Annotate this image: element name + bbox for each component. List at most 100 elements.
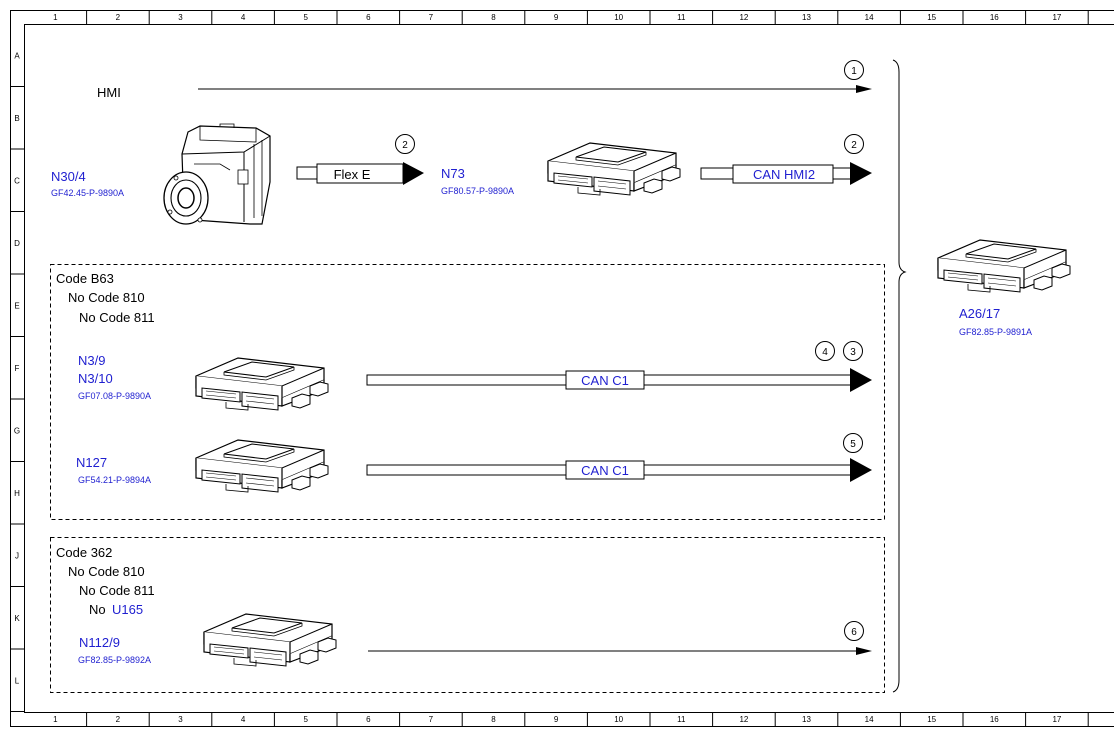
group-362-line4-code: U165 (112, 602, 143, 617)
hmi-label: HMI (97, 85, 121, 100)
row-label: F (15, 364, 20, 373)
can-hmi2-label: CAN HMI2 (753, 167, 815, 182)
column-label-bottom: 15 (927, 715, 936, 724)
svg-text:5: 5 (850, 439, 856, 450)
outer-frame (11, 11, 1114, 727)
can-c1-b-arrowhead (850, 458, 872, 482)
right-brace (893, 60, 905, 692)
n112-9-control-unit-illustration (204, 614, 336, 666)
svg-text:3: 3 (850, 347, 856, 358)
group-b63-line1: Code B63 (56, 271, 114, 286)
row-label: J (15, 551, 19, 560)
can-hmi2-stub (701, 168, 733, 179)
column-label-top: 13 (802, 13, 811, 22)
column-label-top: 11 (677, 13, 686, 22)
column-label-top: 10 (614, 13, 623, 22)
n112-9-id: N112/9 (79, 635, 120, 650)
column-label-top: 17 (1052, 13, 1061, 22)
n127-id: N127 (76, 455, 107, 470)
a26-17-ref: GF82.85-P-9891A (959, 327, 1032, 337)
row-label: L (15, 676, 20, 685)
svg-text:2: 2 (402, 140, 408, 151)
column-label-bottom: 3 (178, 715, 183, 724)
column-label-bottom: 1 (53, 715, 58, 724)
n73-ref: GF80.57-P-9890A (441, 186, 514, 196)
circle-marker-6: 6 (845, 622, 864, 641)
inner-frame (25, 25, 1114, 713)
circle-marker-5: 5 (844, 434, 863, 453)
circle-marker-3: 3 (844, 342, 863, 361)
flex-e-stub (297, 167, 317, 179)
column-label-bottom: 11 (677, 715, 686, 724)
row-label: E (14, 301, 19, 310)
row-label: D (14, 239, 20, 248)
n3-9-ref: GF07.08-P-9890A (78, 391, 151, 401)
column-label-bottom: 16 (990, 715, 999, 724)
svg-text:2: 2 (851, 140, 857, 151)
group-362-box (51, 538, 885, 693)
column-label-top: 2 (116, 13, 121, 22)
n73-id: N73 (441, 166, 465, 181)
svg-text:1: 1 (851, 66, 857, 77)
group-362-line1: Code 362 (56, 545, 112, 560)
a26-17-id: A26/17 (959, 306, 1000, 321)
n112-9-ref: GF82.85-P-9892A (78, 655, 151, 665)
column-label-top: 14 (865, 13, 874, 22)
svg-text:4: 4 (822, 347, 828, 358)
circle-marker-2-hmi2: 2 (845, 135, 864, 154)
n112-9-arrowhead (856, 647, 872, 655)
column-label-top: 5 (303, 13, 308, 22)
column-label-bottom: 4 (241, 715, 246, 724)
column-label-bottom: 13 (802, 715, 811, 724)
group-b63-box (51, 265, 885, 520)
can-c1-a-label: CAN C1 (581, 373, 629, 388)
column-label-bottom: 17 (1052, 715, 1061, 724)
column-label-top: 3 (178, 13, 183, 22)
circle-marker-2-flex: 2 (396, 135, 415, 154)
column-label-bottom: 6 (366, 715, 371, 724)
column-label-bottom: 14 (865, 715, 874, 724)
column-label-top: 4 (241, 13, 246, 22)
column-label-bottom: 5 (303, 715, 308, 724)
group-362-line3: No Code 811 (79, 583, 155, 598)
can-hmi2-arrowhead (850, 162, 872, 185)
hmi-arrowhead (856, 85, 872, 93)
svg-text:6: 6 (851, 627, 857, 638)
row-label: B (14, 114, 19, 123)
n127-control-unit-illustration (196, 440, 328, 492)
camera-unit-illustration (164, 124, 270, 224)
n30-4-ref: GF42.45-P-9890A (51, 188, 124, 198)
n3-9-control-unit-illustration (196, 358, 328, 410)
column-label-top: 16 (990, 13, 999, 22)
n3-9-id: N3/9 (78, 353, 105, 368)
column-label-top: 6 (366, 13, 371, 22)
column-label-top: 15 (927, 13, 936, 22)
column-label-bottom: 10 (614, 715, 623, 724)
group-b63-line2: No Code 810 (68, 290, 145, 305)
group-b63-line3: No Code 811 (79, 310, 155, 325)
row-label: G (14, 426, 20, 435)
flex-e-label: Flex E (334, 167, 371, 182)
n30-4-id: N30/4 (51, 169, 86, 184)
circle-marker-1: 1 (845, 61, 864, 80)
group-362-line4-prefix: No (89, 602, 106, 617)
circle-marker-4: 4 (816, 342, 835, 361)
can-c1-a-arrowhead (850, 368, 872, 392)
group-362-line2: No Code 810 (68, 564, 145, 579)
column-label-top: 12 (739, 13, 748, 22)
column-label-bottom: 7 (429, 715, 434, 724)
row-label: A (14, 51, 20, 60)
column-label-bottom: 9 (554, 715, 559, 724)
n73-control-unit-illustration (548, 143, 680, 195)
a26-17-control-unit-illustration (938, 240, 1070, 292)
column-label-top: 8 (491, 13, 496, 22)
column-label-bottom: 2 (116, 715, 121, 724)
n127-ref: GF54.21-P-9894A (78, 475, 151, 485)
flex-e-arrowhead (403, 162, 424, 185)
column-label-top: 9 (554, 13, 559, 22)
